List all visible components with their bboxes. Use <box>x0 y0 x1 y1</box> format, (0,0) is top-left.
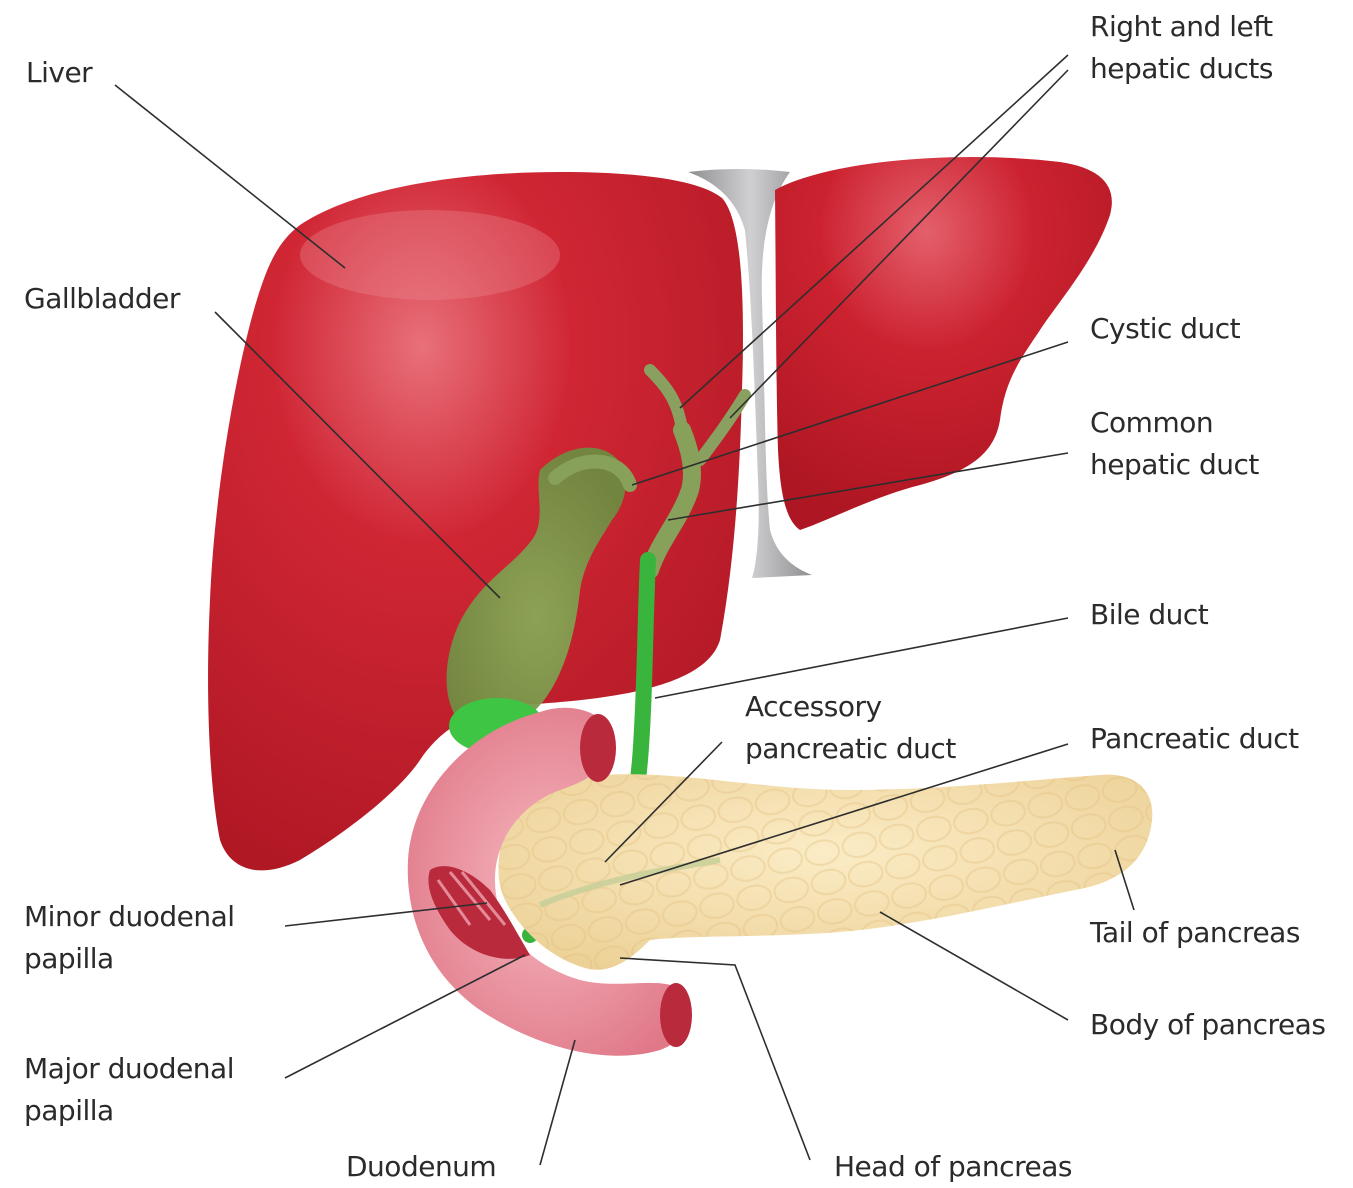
label-common-hepatic-line2: hepatic duct <box>1090 444 1259 486</box>
label-tail-of-pancreas: Tail of pancreas <box>1090 912 1300 954</box>
label-common-hepatic-line1: Common <box>1090 402 1259 444</box>
label-minor-papilla-line1: Minor duodenal <box>24 896 235 938</box>
label-head-pancreas-text: Head of pancreas <box>834 1146 1072 1188</box>
label-tail-pancreas-text: Tail of pancreas <box>1090 912 1300 954</box>
label-cystic-duct-text: Cystic duct <box>1090 308 1240 350</box>
label-duodenum-text: Duodenum <box>346 1146 496 1188</box>
label-bile-duct: Bile duct <box>1090 594 1208 636</box>
label-head-of-pancreas: Head of pancreas <box>834 1146 1072 1188</box>
pancreas-texture <box>498 774 1152 970</box>
label-pancreatic-duct: Pancreatic duct <box>1090 718 1299 760</box>
label-accessory-pancreatic-line2: pancreatic duct <box>745 728 956 770</box>
label-duodenum: Duodenum <box>346 1146 496 1188</box>
label-major-duodenal-papilla: Major duodenal papilla <box>24 1048 234 1132</box>
label-body-pancreas-text: Body of pancreas <box>1090 1004 1325 1046</box>
label-liver: Liver <box>26 52 92 94</box>
label-pancreatic-duct-text: Pancreatic duct <box>1090 718 1299 760</box>
label-minor-duodenal-papilla: Minor duodenal papilla <box>24 896 235 980</box>
label-accessory-pancreatic-line1: Accessory <box>745 686 956 728</box>
label-common-hepatic-duct: Common hepatic duct <box>1090 402 1259 486</box>
duodenum-lower-lumen <box>660 983 692 1047</box>
label-accessory-pancreatic-duct: Accessory pancreatic duct <box>745 686 956 770</box>
label-major-papilla-line2: papilla <box>24 1090 234 1132</box>
label-gallbladder-text: Gallbladder <box>24 278 180 320</box>
label-liver-text: Liver <box>26 52 92 94</box>
label-bile-duct-text: Bile duct <box>1090 594 1208 636</box>
label-gallbladder: Gallbladder <box>24 278 180 320</box>
label-right-left-hepatic-ducts: Right and left hepatic ducts <box>1090 6 1273 90</box>
label-minor-papilla-line2: papilla <box>24 938 235 980</box>
label-right-left-hepatic-line2: hepatic ducts <box>1090 48 1273 90</box>
label-cystic-duct: Cystic duct <box>1090 308 1240 350</box>
duodenum-upper-lumen <box>580 714 616 782</box>
label-right-left-hepatic-line1: Right and left <box>1090 6 1273 48</box>
label-major-papilla-line1: Major duodenal <box>24 1048 234 1090</box>
liver-highlight <box>300 210 560 300</box>
label-body-of-pancreas: Body of pancreas <box>1090 1004 1325 1046</box>
